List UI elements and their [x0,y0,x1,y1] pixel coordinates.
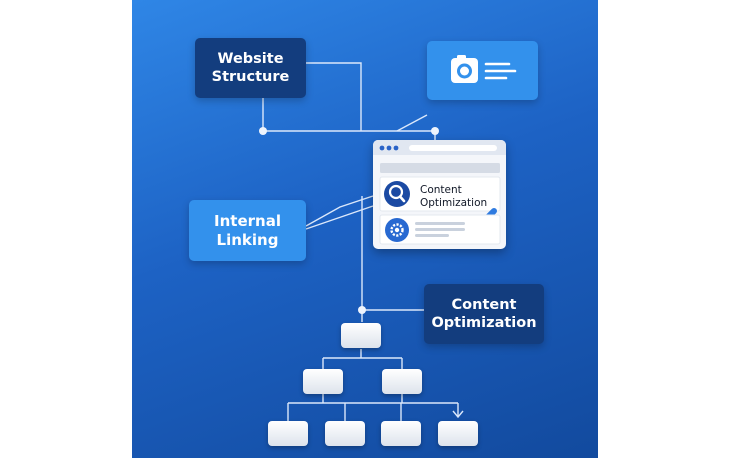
diagram-panel: Website Structure Internal Linking [132,0,598,458]
browser-window: Content Optimization [373,140,506,249]
website-structure-label-line1: Website [217,50,284,67]
magnifier-icon [384,181,410,207]
tree-node-level2 [382,369,422,394]
tree-node-leaf [438,421,478,446]
window-dot [393,145,399,151]
text-lines-icon [484,62,516,79]
junction-dot [358,306,366,314]
website-structure-box: Website Structure [195,38,306,98]
window-dot [379,145,385,151]
tree-node-level2 [303,369,343,394]
tree-node-leaf [325,421,365,446]
content-optimization-box: Content Optimization [424,284,544,344]
junction-dot [259,127,267,135]
browser-card-title-line1: Content [420,184,462,196]
tree-node-root [341,323,381,348]
media-box [427,41,538,100]
window-dot [386,145,392,151]
content-optimization-label-line2: Optimization [431,315,537,331]
browser-chrome [373,140,506,245]
internal-linking-label-line1: Internal [214,211,281,230]
internal-linking-label-line2: Linking [216,230,279,249]
content-optimization-label-line1: Content [451,296,517,313]
camera-icon [450,54,516,83]
arrow-down-icon [452,410,464,419]
tree-node-leaf [381,421,421,446]
connector-lines [259,62,464,421]
browser-card-title: Content Optimization [420,184,487,210]
website-structure-label-line2: Structure [211,69,290,85]
browser-card-title-line2: Optimization [420,197,488,210]
tree-node-leaf [268,421,308,446]
gear-icon [385,218,409,242]
junction-dot [431,127,439,135]
internal-linking-box: Internal Linking [189,200,306,261]
